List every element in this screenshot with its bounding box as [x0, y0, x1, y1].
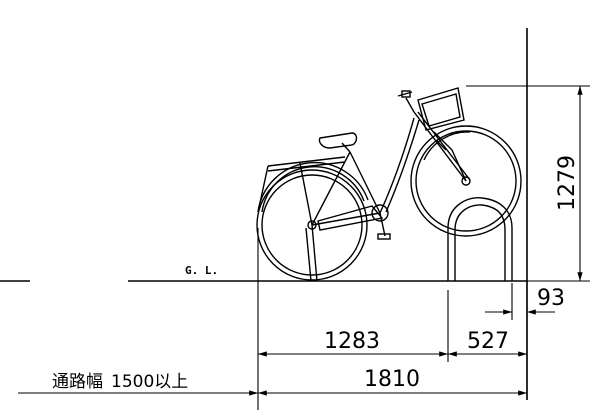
chain-guard — [317, 205, 384, 231]
seat-post — [341, 142, 351, 153]
dimension-rack-offset — [485, 283, 555, 320]
aisle-note-value: 1500以上 — [111, 372, 188, 392]
aisle-note-label: 通路幅 — [52, 372, 103, 392]
bicycle — [256, 87, 522, 282]
dimension-rear-to-rack-label: 1283 — [324, 329, 380, 354]
bicycle-frame — [311, 111, 471, 226]
handlebar-stem — [405, 97, 415, 113]
bicycle-rack — [447, 197, 513, 281]
front-wheel — [410, 125, 522, 237]
kickstand — [311, 224, 318, 282]
chainring — [371, 204, 389, 222]
dimension-height-label: 1279 — [555, 155, 580, 211]
dimension-rack-depth-label: 527 — [467, 329, 509, 354]
dimension-height — [466, 85, 590, 282]
dimension-total-length-label: 1810 — [364, 367, 420, 392]
dimension-rack-offset-label: 93 — [537, 286, 565, 311]
rear-carrier — [257, 156, 346, 226]
rear-fender — [257, 162, 369, 213]
extension-lines — [257, 228, 528, 410]
front-fork — [433, 131, 467, 182]
front-basket — [417, 87, 465, 131]
saddle — [318, 132, 358, 149]
ground-level-label: G. L. — [185, 264, 218, 277]
aisle-note: 通路幅 1500以上 — [52, 372, 188, 392]
